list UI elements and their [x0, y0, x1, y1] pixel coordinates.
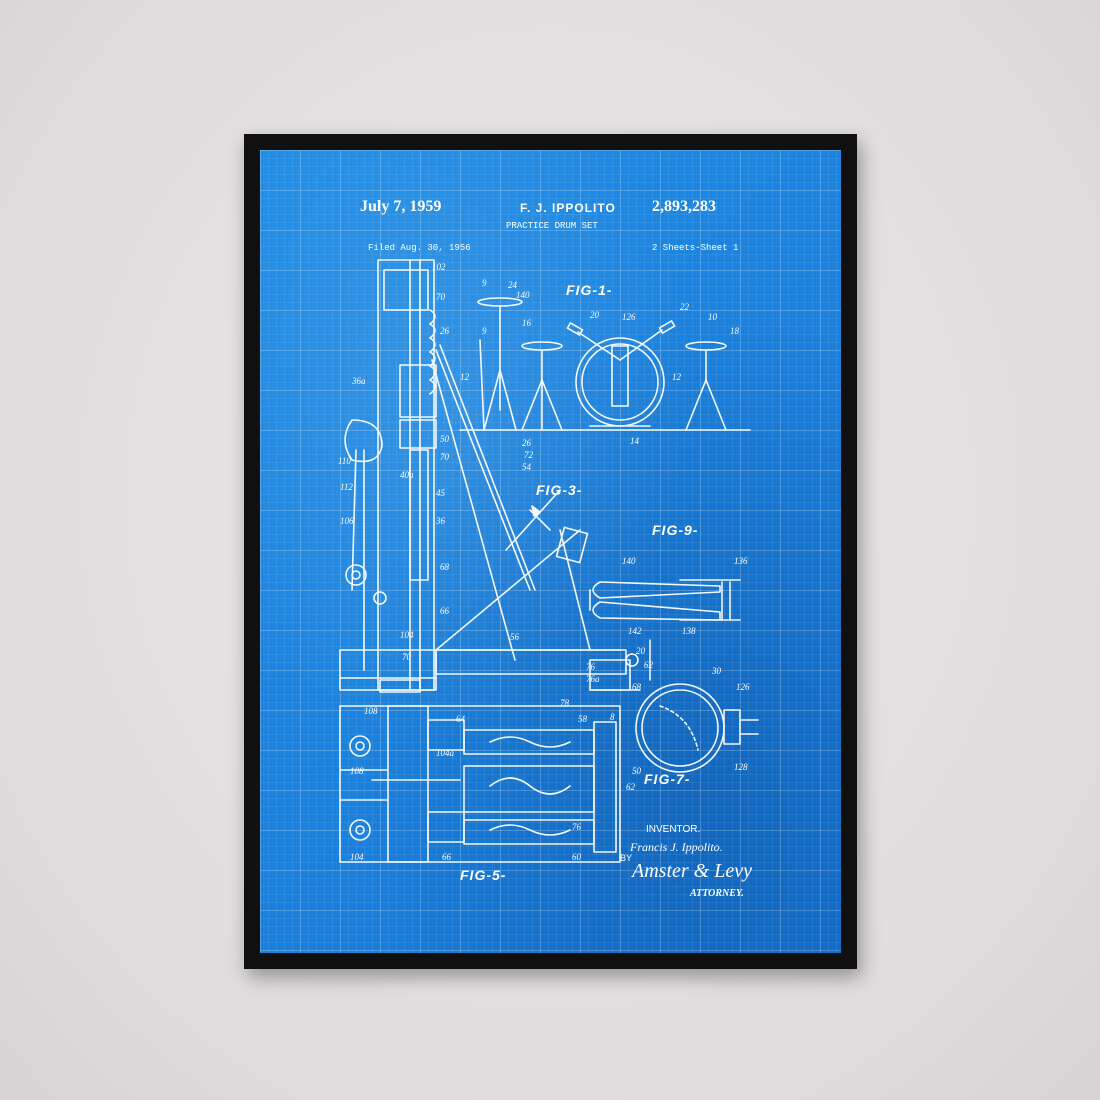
fig3-drum-stand — [340, 260, 650, 692]
ref-label: 18 — [730, 326, 740, 336]
ref-label: 102 — [432, 262, 446, 272]
ref-label: 16 — [522, 318, 532, 328]
ref-label: 110 — [338, 456, 351, 466]
inventor-label: INVENTOR. — [646, 824, 701, 835]
ref-label: 50 — [440, 434, 450, 444]
attorney-label: ATTORNEY. — [690, 888, 744, 899]
sheet-count: 2 Sheets-Sheet 1 — [652, 243, 739, 253]
ref-label: 62 — [644, 660, 654, 670]
grid-overlay — [260, 150, 841, 953]
fig5-label: FIG-5- — [460, 867, 506, 883]
ref-label: 8 — [610, 712, 615, 722]
ref-label: 60 — [572, 852, 582, 862]
ref-label: 40a — [400, 470, 414, 480]
ref-label: 45 — [436, 488, 446, 498]
ref-label: 72 — [524, 450, 534, 460]
patent-date: July 7, 1959 — [360, 198, 442, 215]
ref-label: 70 — [402, 652, 412, 662]
ref-label: 50 — [632, 766, 642, 776]
ref-label: 9 — [482, 326, 487, 336]
reference-labels: 102 70 9 9 24 140 26 20 126 22 10 18 16 … — [338, 262, 750, 862]
ref-label: 142 — [628, 626, 642, 636]
patent-inventor: F. J. IPPOLITO — [520, 201, 616, 215]
ref-label: 26 — [522, 438, 532, 448]
ref-label: 24 — [508, 280, 518, 290]
ref-label: 36a — [351, 376, 366, 386]
fig5-base-top-view — [340, 706, 620, 862]
ref-label: 68 — [632, 682, 642, 692]
ref-label: 10 — [708, 312, 718, 322]
ref-label: 22 — [680, 302, 690, 312]
ref-label: 136 — [734, 556, 748, 566]
ref-label: 54 — [522, 462, 532, 472]
ref-label: 12 — [460, 372, 470, 382]
ref-label: 66 — [442, 852, 452, 862]
ref-label: 104 — [400, 630, 414, 640]
ref-label: 58 — [578, 714, 588, 724]
ref-label: 62 — [626, 782, 636, 792]
blueprint-poster: July 7, 1959 F. J. IPPOLITO 2,893,283 PR… — [260, 150, 841, 953]
ref-label: 112 — [340, 482, 353, 492]
ref-label: 104 — [350, 852, 364, 862]
ref-label: 140 — [516, 290, 530, 300]
patent-number: 2,893,283 — [652, 198, 716, 215]
ref-label: 20 — [590, 310, 600, 320]
fig1-drum-kit — [460, 298, 750, 430]
ref-label: 26 — [440, 326, 450, 336]
ref-label: 12 — [672, 372, 682, 382]
by-label: BY — [620, 853, 633, 863]
ref-label: 108 — [350, 766, 364, 776]
ref-label: 70 — [436, 292, 446, 302]
ref-label: 76 — [586, 662, 596, 672]
filed-date: Filed Aug. 30, 1956 — [368, 243, 471, 253]
ref-label: 76a — [586, 674, 600, 684]
fig7-drum-head — [636, 684, 758, 772]
figure-labels: FIG-1- FIG-3- FIG-9- FIG-7- FIG-5- — [460, 282, 698, 883]
ref-label: 108 — [364, 706, 378, 716]
ref-label: 66 — [440, 606, 450, 616]
attorney-signature: Amster & Levy — [632, 860, 752, 882]
patent-title: PRACTICE DRUM SET — [506, 221, 598, 231]
fig9-stick-detail — [590, 580, 740, 620]
ref-label: 138 — [682, 626, 696, 636]
ref-label: 126 — [736, 682, 750, 692]
patent-drawing: FIG-1- FIG-3- FIG-9- FIG-7- FIG-5- 102 7… — [338, 150, 841, 883]
ref-label: 20 — [636, 646, 646, 656]
fig3-label: FIG-3- — [536, 482, 582, 498]
inventor-signature: Francis J. Ippolito. — [630, 840, 723, 854]
ref-label: 14 — [630, 436, 640, 446]
ref-label: 56 — [510, 632, 520, 642]
ref-label: 106 — [340, 516, 354, 526]
ref-label: 70 — [440, 452, 450, 462]
ref-label: 36 — [435, 516, 446, 526]
ref-label: 9 — [482, 278, 487, 288]
ref-label: 76 — [572, 822, 582, 832]
ref-label: 68 — [440, 562, 450, 572]
ref-label: 140 — [622, 556, 636, 566]
ref-label: 78 — [560, 698, 570, 708]
fig1-label: FIG-1- — [566, 282, 612, 298]
ref-label: 30 — [711, 666, 722, 676]
ref-label: 64 — [456, 714, 466, 724]
ref-label: 104a — [436, 748, 455, 758]
ref-label: 128 — [734, 762, 748, 772]
fig7-label: FIG-7- — [644, 771, 690, 787]
fig9-label: FIG-9- — [652, 522, 698, 538]
ref-label: 126 — [622, 312, 636, 322]
